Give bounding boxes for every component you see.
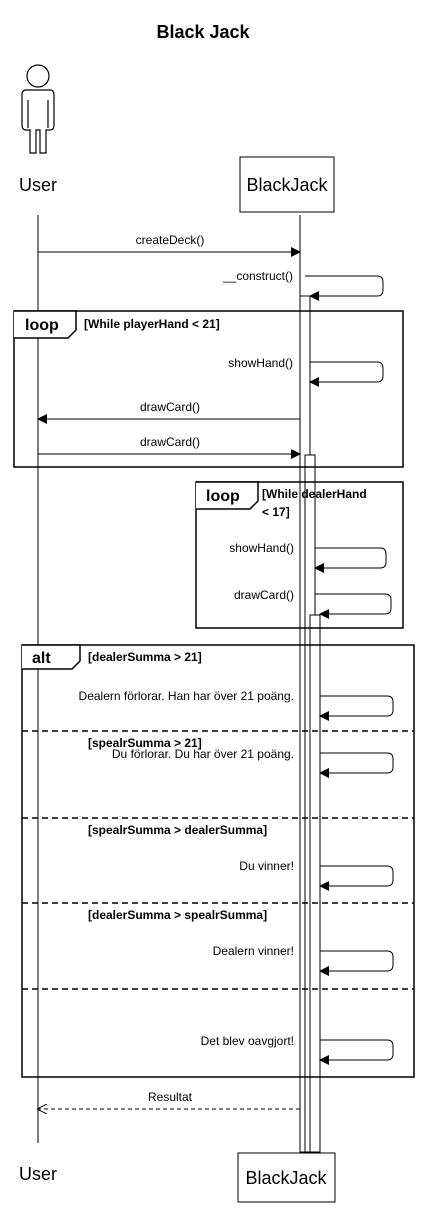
msg-alt-1: Dealern förlorar. Han har över 21 poäng.	[79, 689, 294, 703]
msg-show-hand-2: showHand()	[229, 541, 294, 555]
msg-alt-2: Du förlorar. Du har över 21 poäng.	[112, 747, 294, 761]
msg-alt-1-arrow	[319, 695, 394, 721]
msg-alt-4: Dealern vinner!	[213, 944, 294, 958]
msg-alt-5-arrow	[319, 1039, 394, 1065]
msg-alt-2-arrow	[319, 752, 394, 778]
msg-alt-3-arrow	[319, 865, 394, 891]
blackjack-label-top: BlackJack	[246, 175, 328, 195]
alt-condition-4: [dealerSumma > spealrSumma]	[88, 908, 267, 922]
loop-frame-1	[13, 310, 404, 468]
msg-draw-card-1: drawCard()	[140, 400, 200, 414]
loop-frame-2-tab	[196, 481, 259, 510]
alt-condition-2: [spealrSumma > 21]	[88, 736, 202, 750]
msg-draw-card-3: drawCard()	[234, 588, 294, 602]
loop-condition-2-line1: [While dealerHand	[262, 487, 367, 501]
msg-draw-card-2: drawCard()	[140, 435, 200, 449]
msg-draw-card-3-arrow	[315, 593, 392, 619]
alt-frame	[21, 644, 415, 1078]
loop-condition-2-line2: < 17]	[262, 505, 290, 519]
activation-bar-3	[309, 614, 321, 1153]
alt-frame-tab	[22, 644, 81, 670]
msg-alt-5: Det blev oavgjort!	[201, 1034, 294, 1048]
alt-condition-1: [dealerSumma > 21]	[88, 650, 202, 664]
user-label-top: User	[19, 175, 57, 195]
msg-alt-4-arrow	[319, 950, 394, 976]
msg-construct: __construct()	[222, 269, 293, 283]
loop-label-1: loop	[25, 317, 59, 334]
msg-show-hand-2-arrow	[314, 547, 387, 573]
diagram-title: Black Jack	[156, 22, 250, 42]
msg-alt-3: Du vinner!	[239, 859, 294, 873]
alt-label: alt	[32, 650, 51, 667]
loop-label-2: loop	[206, 488, 240, 505]
msg-construct-arrow	[305, 275, 384, 301]
loop-frame-2	[195, 481, 404, 629]
alt-condition-3: [spealrSumma > dealerSumma]	[88, 823, 267, 837]
loop-condition-1: [While playerHand < 21]	[84, 317, 220, 331]
msg-show-hand-1-arrow	[309, 361, 384, 387]
user-label-bottom: User	[19, 1164, 57, 1184]
blackjack-box-bottom	[237, 1152, 336, 1203]
blackjack-label-bottom: BlackJack	[245, 1168, 327, 1188]
msg-show-hand-1: showHand()	[228, 356, 293, 370]
blackjack-box-top	[239, 156, 335, 213]
msg-create-deck: createDeck()	[136, 233, 205, 247]
msg-result: Resultat	[148, 1090, 193, 1104]
user-actor-icon	[21, 64, 55, 154]
loop-frame-1-tab	[14, 310, 77, 339]
